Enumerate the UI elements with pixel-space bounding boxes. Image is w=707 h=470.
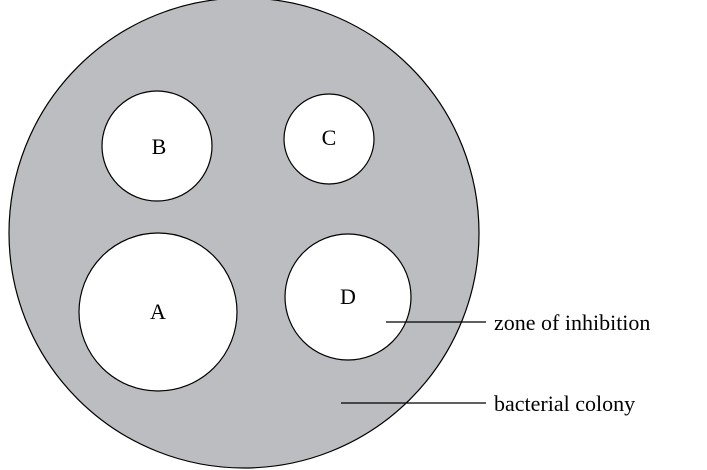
zone-a-circle [78,232,238,392]
zone-d: D [284,233,412,361]
zone-c: C [283,93,375,185]
zone-of-inhibition-label: zone of inhibition [494,310,650,335]
zone-b-circle [101,90,213,202]
bacterial-colony-label: bacterial colony [494,391,635,416]
zone-a: A [78,232,238,392]
zone-c-label: C [322,125,337,150]
zone-a-label: A [150,299,166,324]
zone-d-label: D [340,284,356,309]
zone-b-label: B [152,134,167,159]
zone-d-circle [284,233,412,361]
zone-c-circle [283,93,375,185]
bacterial-colony-plate [8,0,480,469]
zone-b: B [101,90,213,202]
